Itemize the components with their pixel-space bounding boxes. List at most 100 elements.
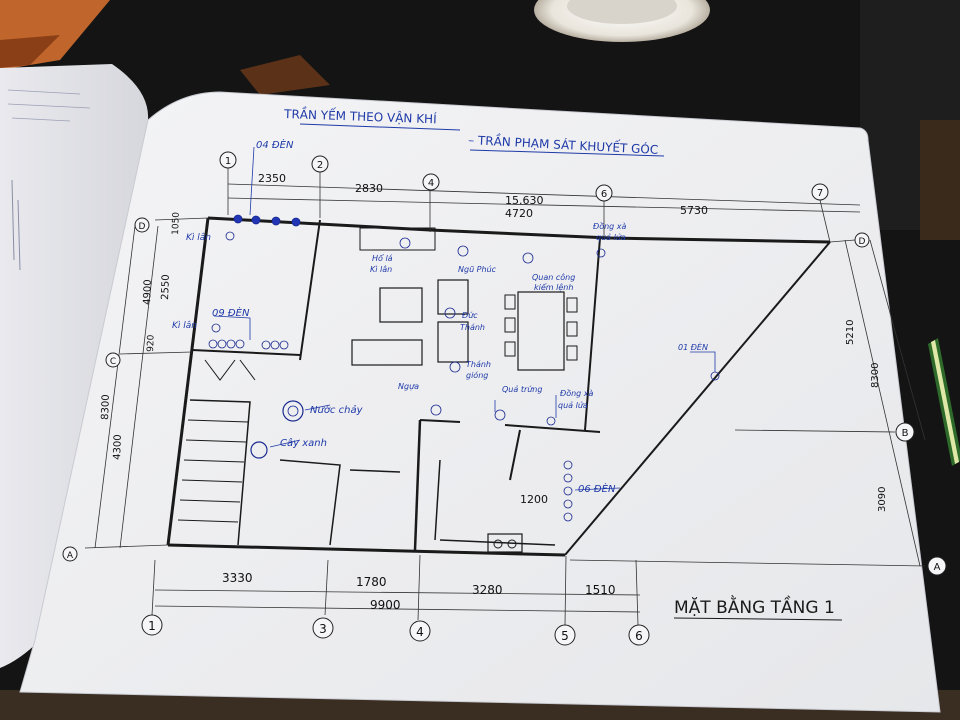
dim-right-1: 5210 [845, 320, 856, 345]
label-dong-xa-1a: Đồng xà [593, 221, 627, 231]
grid-bubble-top-4 [422, 173, 440, 191]
light-icon [225, 231, 235, 241]
light-icon [563, 460, 573, 470]
dim-top-3: 4720 [505, 207, 533, 220]
label-nuoc-chay: Nước chảy [310, 404, 364, 416]
grid-label-side-a-right: A [934, 562, 941, 573]
pencil-icon [928, 338, 960, 466]
light-icon [494, 409, 506, 421]
light-icon [217, 339, 227, 349]
light-icon [235, 339, 245, 349]
light-icon [522, 252, 534, 264]
grid-label-side-d-left: D [139, 222, 146, 232]
label-thanh-giong-2: gióng [466, 370, 488, 380]
drawing-sheet [19, 91, 941, 713]
label-ki-lan-2: Kì lân [172, 320, 197, 331]
light-icon [563, 473, 573, 483]
grid-bubble-side-a-right [927, 556, 947, 576]
label-ki-lan-3: Kì lân [370, 264, 392, 274]
grid-bubble-labels: 1 2 4 6 7 1 3 4 5 6 D C A D B A [67, 156, 941, 643]
light-icon [563, 512, 573, 522]
dim-bottom-total: 9900 [370, 598, 401, 612]
light-icon [291, 217, 301, 227]
light-icon [211, 323, 221, 333]
label-dong-xa-2b: quả lửa [558, 400, 588, 410]
light-icon [563, 499, 573, 509]
light-icon [444, 307, 456, 319]
grid-label-side-d-right: D [859, 237, 866, 247]
light-icon [457, 245, 469, 257]
grid-label-bottom-1: 1 [148, 619, 156, 633]
dim-left-2: 2550 [160, 274, 172, 300]
dim-left-3: 920 [146, 334, 157, 352]
dim-interior: 1200 [520, 493, 548, 506]
label-light-single: 01 ĐÈN [678, 341, 708, 352]
grid-bubble-side-d-left [134, 217, 150, 233]
label-kiem-lenh: kiếm lệnh [534, 282, 573, 292]
label-lights-top: 04 ĐÈN [256, 138, 294, 151]
light-icon [270, 340, 280, 350]
label-dong-xa-1b: quả lửa [596, 232, 626, 242]
grid-label-bottom-5: 5 [561, 629, 569, 643]
annotations: 04 ĐÈN 09 ĐÈN 06 ĐÈN 01 ĐÈN Kì lân Kì lâ… [172, 138, 708, 495]
dim-left-total-2: 8300 [100, 394, 112, 420]
light-icon [251, 215, 261, 225]
light-icon [399, 237, 411, 249]
grid-label-top-2: 2 [317, 160, 323, 171]
grid-bubble-top-7 [811, 183, 829, 201]
light-icon [449, 361, 461, 373]
dimension-labels: 2350 2830 15.630 4720 5730 3330 1780 328… [100, 172, 888, 612]
light-icon [233, 214, 243, 224]
grid-label-bottom-4: 4 [416, 625, 424, 639]
label-ngua: Ngựa [398, 382, 419, 391]
label-dong-xa-2a: Đồng xà [560, 388, 594, 398]
grid-bubble-side-c-left [105, 352, 121, 368]
grid-label-top-1: 1 [225, 156, 231, 167]
label-thanh: Thánh [460, 323, 485, 332]
dim-bottom-4: 1510 [585, 583, 616, 597]
fountain-icon [282, 400, 304, 422]
grid-label-top-6: 6 [601, 189, 607, 200]
dim-left-total-1: 4900 [142, 279, 154, 305]
light-icon [563, 486, 573, 496]
label-ngu-phuc: Ngũ Phúc [458, 265, 497, 274]
label-ho-la: Hổ lá [372, 253, 393, 263]
grid-bubble-top-1 [219, 151, 237, 169]
light-icon [279, 340, 289, 350]
grid-label-top-4: 4 [428, 178, 434, 189]
dim-left-4: 4300 [112, 434, 124, 460]
grid-label-bottom-6: 6 [635, 629, 643, 643]
grid-bubble-bottom-4 [409, 620, 431, 642]
light-icon [546, 416, 556, 426]
light-fixtures [208, 214, 720, 522]
left-page [0, 64, 149, 668]
dim-top-4: 5730 [680, 204, 708, 217]
light-icon [226, 339, 236, 349]
grid-bubble-bottom-1 [141, 614, 163, 636]
header-line1: TRẦN YẾM THEO VẬN KHÍ [283, 105, 438, 126]
dim-bottom-2: 1780 [356, 575, 387, 589]
grid-label-side-a-left: A [67, 551, 74, 561]
label-qua-trung: Quả trứng [502, 384, 542, 394]
light-icon [596, 248, 606, 258]
dim-top-1: 2350 [258, 172, 286, 185]
plan-title: MẶT BẰNG TẦNG 1 [674, 594, 835, 618]
fountain-icon [287, 405, 299, 417]
light-icon [271, 216, 281, 226]
dim-bottom-3: 3280 [472, 583, 503, 597]
label-lights-right-wall: 06 ĐÈN [578, 482, 616, 495]
label-cay-xanh: Cây xanh [280, 437, 327, 449]
floor-plan [166, 216, 831, 557]
label-thanh-giong-1: Thánh [466, 360, 491, 369]
label-ki-lan-1: Kì lân [186, 232, 211, 243]
dim-bottom-1: 3330 [222, 571, 253, 585]
grid-bubbles [62, 151, 947, 646]
light-icon [261, 340, 271, 350]
dim-left-1: 1050 [171, 212, 182, 236]
grid-bubble-top-2 [311, 155, 329, 173]
tree-icon [250, 441, 268, 459]
grid-bubble-bottom-6 [628, 624, 650, 646]
grid-label-top-7: 7 [817, 188, 823, 199]
grid-label-side-c-left: C [110, 357, 116, 367]
